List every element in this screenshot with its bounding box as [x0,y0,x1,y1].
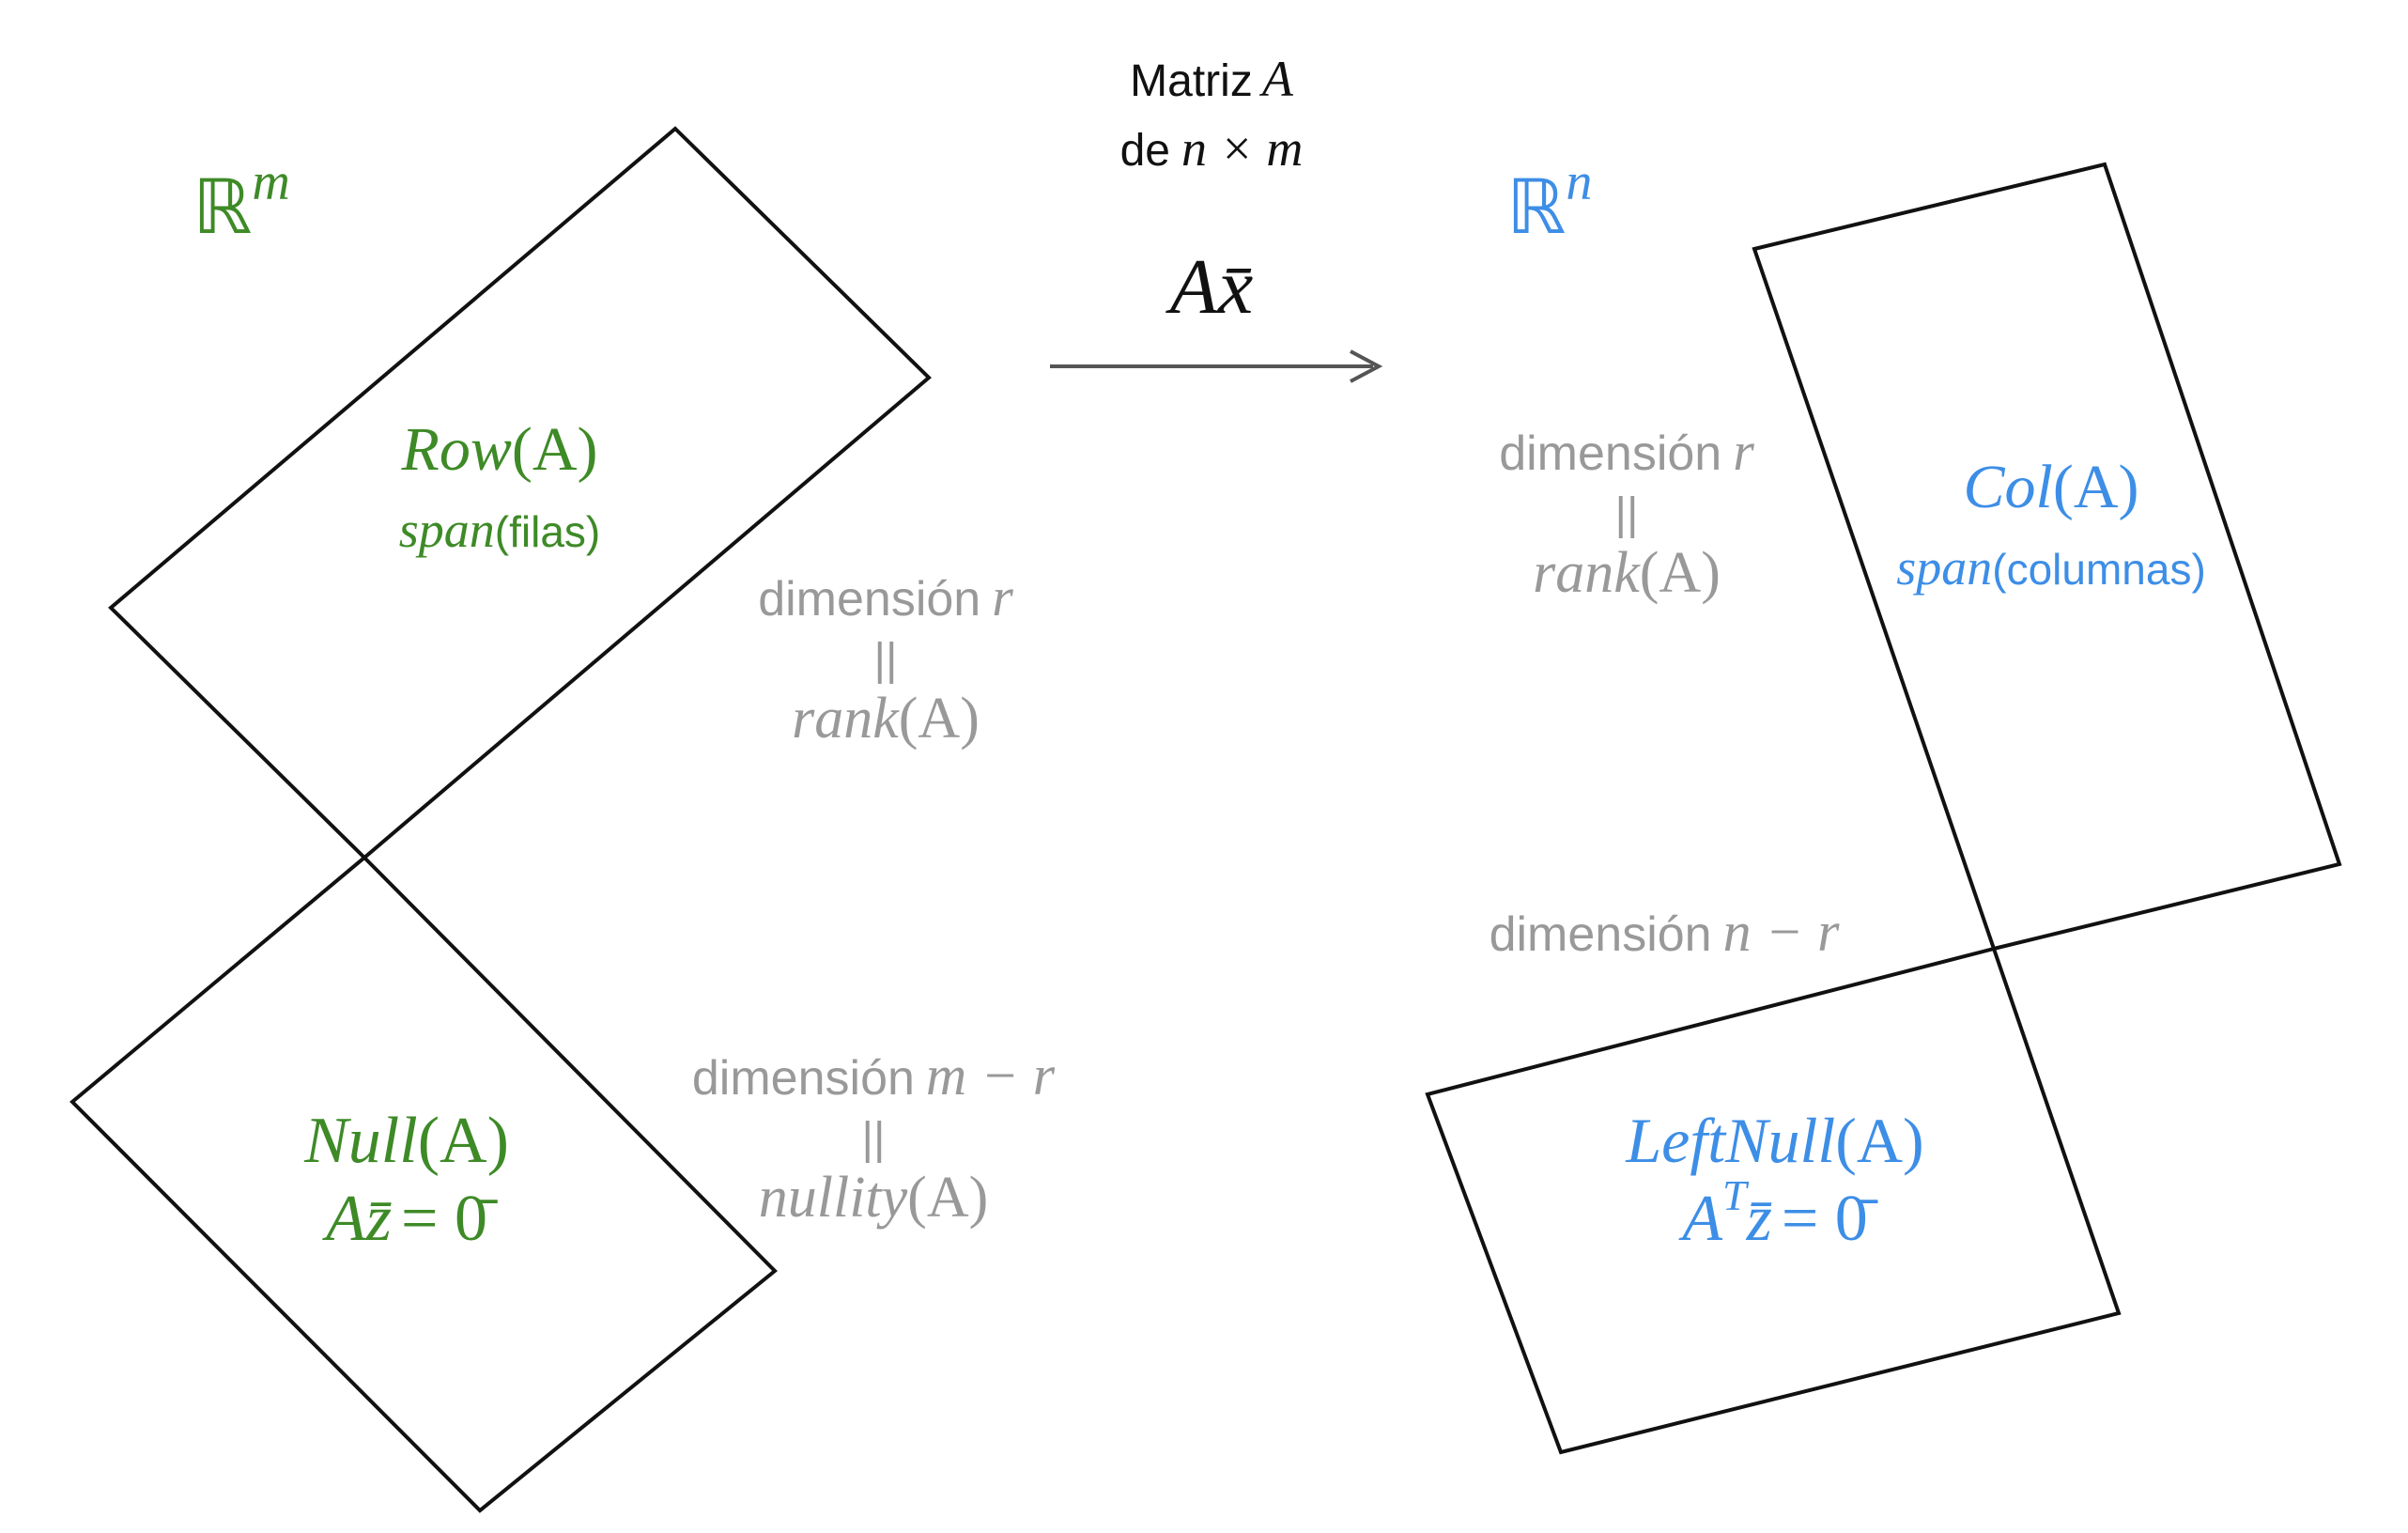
row-space-span: span(filas) [399,502,600,558]
codomain-space-label: ℝn [1506,153,1592,251]
null-dimension-equals: || [862,1114,886,1164]
column-space-title: Col(A) [1964,453,2139,521]
column-dimension-equals: || [1615,489,1639,539]
null-space-equation: Az̄= 0̄ [322,1183,498,1255]
domain-space-label: ℝm [193,153,290,251]
null-space-title: Null(A) [303,1105,509,1177]
column-dimension-rank: rank(A) [1533,541,1721,605]
row-space-title: Row(A) [401,415,598,484]
left-null-space-title: LeftNull(A) [1625,1105,1923,1176]
mapping-arrow-head [1350,349,1383,383]
column-space-shape [1752,162,2342,952]
map-expression: Ax̄ [1165,243,1254,331]
row-dimension-equals: || [874,635,898,685]
left-null-space-shape [1425,946,2122,1455]
row-dimension-rank: rank(A) [792,687,980,751]
column-space-span: span(columnas) [1896,539,2206,596]
left-null-space-equation: ATz̄= 0̄ [1678,1171,1878,1255]
null-space-shape [69,855,778,1513]
null-dimension-nullity: nullity(A) [759,1166,989,1230]
